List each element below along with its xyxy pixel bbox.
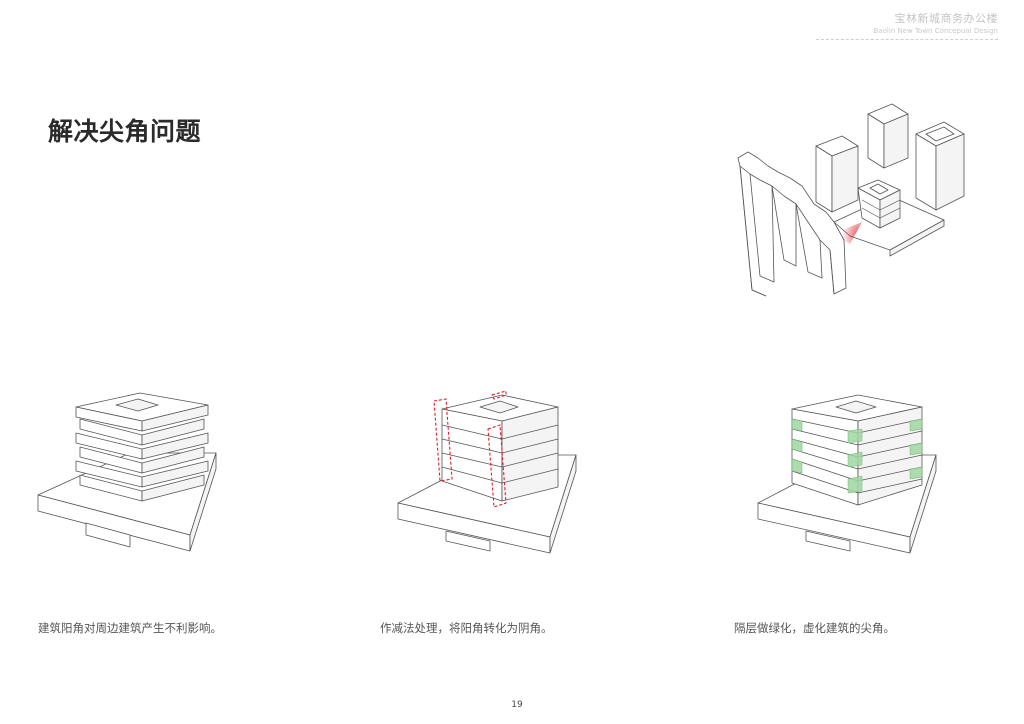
caption-subtraction: 作减法处理，将阳角转化为阴角。 bbox=[380, 621, 553, 635]
caption-greening: 隔层做绿化，虚化建筑的尖角。 bbox=[734, 621, 895, 635]
center-building bbox=[857, 179, 901, 229]
diagram-greening bbox=[757, 394, 937, 554]
header-divider bbox=[816, 39, 998, 40]
site-context-diagram bbox=[737, 103, 965, 297]
project-name-en: Baolin New Town Concepual Design bbox=[873, 27, 998, 35]
page-number: 19 bbox=[511, 700, 523, 710]
tower-a bbox=[815, 135, 859, 213]
removed-corner-outlines bbox=[433, 390, 507, 508]
caption-sharp-corner: 建筑阳角对周边建筑产生不利影响。 bbox=[38, 621, 222, 635]
diagram-sharp-corner bbox=[37, 392, 217, 552]
page-title: 解决尖角问题 bbox=[48, 117, 202, 146]
stacked-tower bbox=[441, 394, 559, 502]
stacked-tower bbox=[75, 392, 209, 502]
project-name-cn: 宝林新城商务办公楼 bbox=[894, 12, 998, 25]
diagram-subtraction bbox=[397, 390, 577, 554]
tower-c bbox=[915, 121, 965, 211]
corner-impact-marker bbox=[841, 222, 862, 244]
linear-building bbox=[737, 151, 847, 297]
tower-b bbox=[867, 103, 909, 169]
green-planting-corners bbox=[791, 418, 923, 494]
project-header: 宝林新城商务办公楼 Baolin New Town Concepual Desi… bbox=[816, 12, 998, 40]
